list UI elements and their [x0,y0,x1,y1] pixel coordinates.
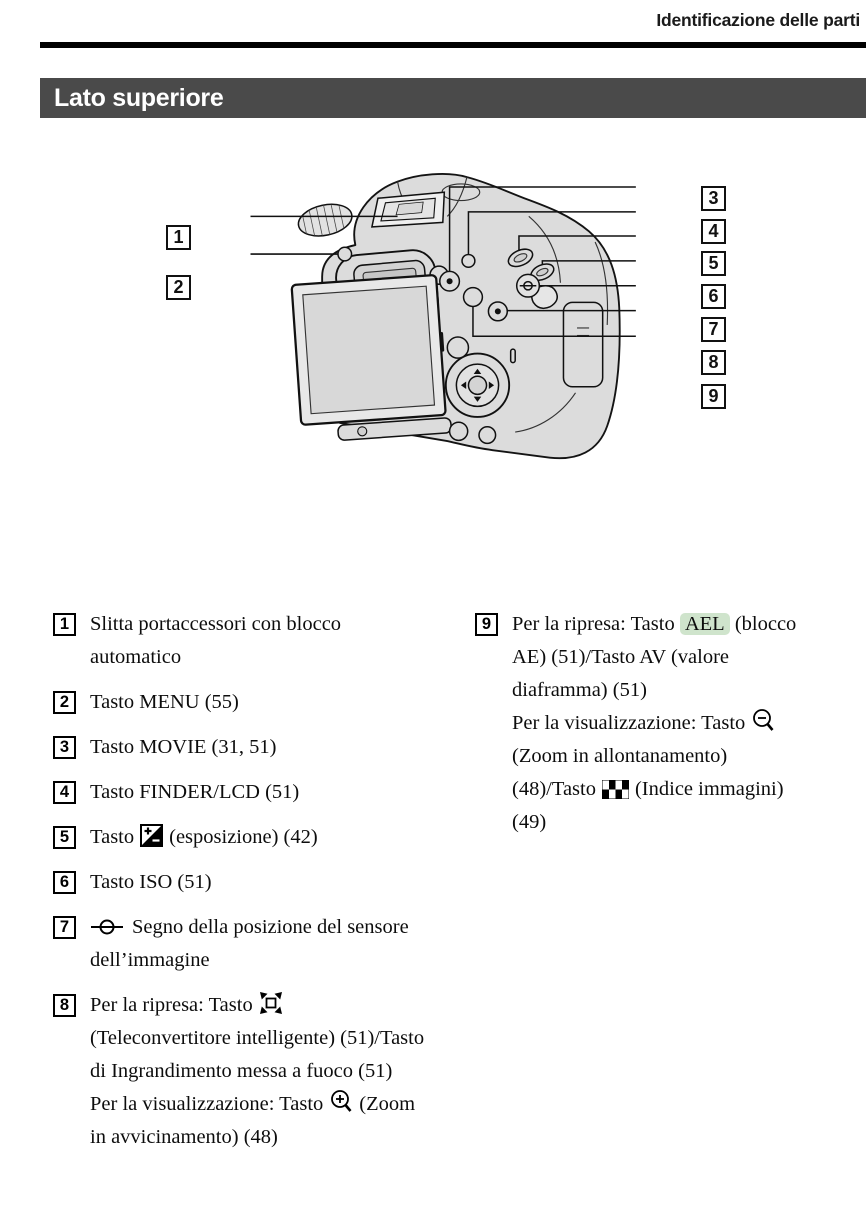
legend-item-8: 8 Per la ripresa: Tasto (Teleconvertitore… [53,989,425,1154]
mode-dial [297,203,353,239]
item-text: (blocco AE) (51)/Tasto AV (valore diafra… [512,613,797,701]
legend-right-column: 9 Per la ripresa: Tasto AEL (blocco AE) … [475,608,805,851]
legend-item-3: 3 Tasto MOVIE (31, 51) [53,731,425,764]
callout-box-6: 6 [701,284,726,309]
item-number-badge: 8 [53,994,76,1017]
teleconverter-button [487,301,509,322]
item-number-badge: 7 [53,916,76,939]
legend-item-4: 4 Tasto FINDER/LCD (51) [53,776,425,809]
speaker-slit [509,348,516,364]
legend-item-2: 2 Tasto MENU (55) [53,686,425,719]
callout-box-8: 8 [701,350,726,375]
item-number-badge: 4 [53,781,76,804]
ael-highlight: AEL [679,613,730,635]
hot-shoe [370,191,446,228]
item-text: Slitta portaccessori con blocco automati… [90,613,342,668]
exposure-button [507,248,534,268]
item-number-badge: 6 [53,871,76,894]
item-text: Tasto FINDER/LCD (51) [90,781,300,803]
zoom-out-icon [753,709,774,731]
item-text: Tasto MOVIE (31, 51) [90,736,277,758]
item-text: Per la ripresa: Tasto [90,994,253,1016]
item-text: Tasto [90,826,135,848]
page-header-title: Identificazione delle parti [656,10,860,30]
item-text: (Zoom in avvicinamento) (48) [90,1093,416,1148]
item-number-badge: 2 [53,691,76,714]
item-text: Per la ripresa: Tasto [512,613,675,635]
callout-box-7: 7 [701,317,726,342]
section-bar: Lato superiore [40,78,866,118]
item-text: Tasto ISO (51) [90,871,212,893]
smart-teleconverter-icon [259,992,282,1014]
legend-item-9: 9 Per la ripresa: Tasto AEL (blocco AE) … [475,608,805,839]
lower-button-2 [478,426,497,445]
movie-button [439,270,461,292]
item-text: Segno della posizione del sensore dell’i… [90,916,409,971]
item-text: (Indice immagini) (49) [512,778,784,833]
camera-illustration [250,173,636,460]
callout-box-5: 5 [701,251,726,276]
callout-box-9: 9 [701,384,726,409]
card-door [562,301,604,388]
exposure-compensation-icon [140,824,164,847]
lcd-panel [290,274,452,441]
lower-button-1 [448,421,469,442]
item-text: Per la visualizzazione: Tasto [512,712,746,734]
callout-box-3: 3 [701,186,726,211]
item-number-badge: 1 [53,613,76,636]
callout-box-2: 2 [166,275,191,300]
item-text: Per la visualizzazione: Tasto [90,1093,324,1115]
callout-box-4: 4 [701,219,726,244]
ael-button [462,286,484,308]
legend-item-5: 5 Tasto (esposizione) (42) [53,821,425,854]
legend-item-7: 7 Segno della posizione del sensore dell… [53,911,425,977]
item-text: (esposizione) (42) [169,826,318,848]
item-number-badge: 3 [53,736,76,759]
finder-lcd-button [461,253,476,269]
legend-left-column: 1 Slitta portaccessori con blocco automa… [53,608,425,1166]
menu-button [337,246,353,262]
iso-button [530,263,555,282]
zoom-in-icon [331,1090,352,1112]
item-number-badge: 9 [475,613,498,636]
item-text: (Teleconvertitore intelligente) (51)/Tas… [90,1027,425,1082]
camera-diagram: 1 2 3 4 5 6 7 8 9 [0,150,866,610]
callout-box-1: 1 [166,225,191,250]
focal-plane-mark [515,273,541,298]
leader-lines [250,186,636,338]
item-number-badge: 5 [53,826,76,849]
image-index-icon [601,780,629,799]
header-rule [40,42,866,48]
legend-item-1: 1 Slitta portaccessori con blocco automa… [53,608,425,674]
focal-plane-position-mark-icon [91,919,123,935]
control-wheel [444,352,511,418]
item-text: Tasto MENU (55) [90,691,239,713]
legend-item-6: 6 Tasto ISO (51) [53,866,425,899]
section-title: Lato superiore [54,83,224,112]
item-text: (Zoom in allontanamento) (48)/Tasto [512,745,728,800]
playback-button [446,336,470,359]
